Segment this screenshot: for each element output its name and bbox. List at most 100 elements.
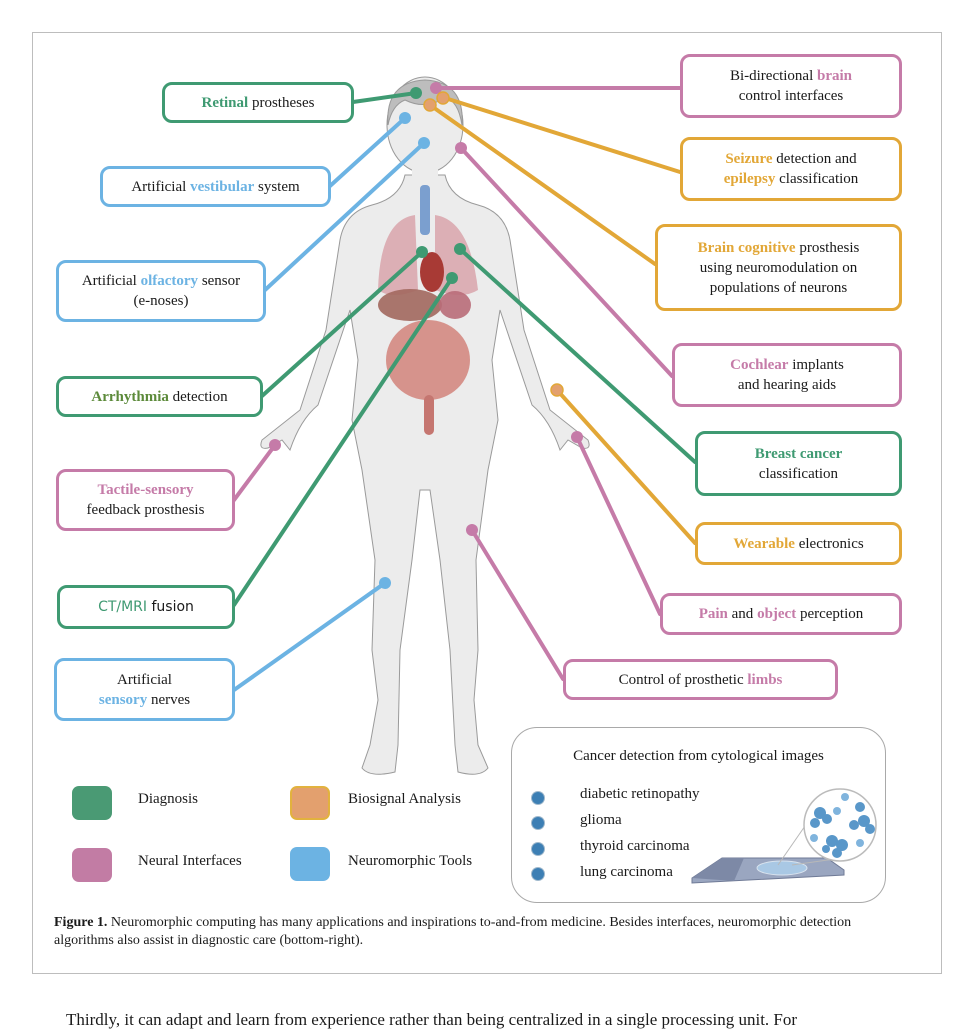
- callout-pain-object-perception: Pain and object perception: [660, 593, 902, 635]
- connector-pain: [575, 435, 662, 616]
- heart: [420, 252, 444, 292]
- cancer-item: thyroid carcinoma: [580, 838, 690, 854]
- cancer-item: glioma: [580, 812, 622, 828]
- cell: [822, 814, 832, 824]
- callout-retinal-prostheses: Retinal prostheses: [162, 82, 354, 123]
- highlight-term: Retinal: [201, 94, 249, 111]
- cancer-item: diabetic retinopathy: [580, 786, 700, 802]
- sample-smear: [756, 860, 808, 876]
- connector-vestibular: [328, 116, 407, 188]
- connector-cochlear: [459, 146, 674, 378]
- bullet-icon: [532, 843, 544, 855]
- highlight-term: Brain cognitive: [697, 239, 796, 256]
- connector-retinal: [351, 91, 418, 104]
- connector-sensory-nerves: [232, 581, 387, 692]
- callout-breast-cancer-classification: Breast cancer classification: [695, 431, 902, 496]
- connector-limbs: [470, 528, 565, 681]
- legend-label-diagnosis: Diagnosis: [138, 791, 198, 807]
- callout-arrhythmia-detection: Arrhythmia detection: [56, 376, 263, 417]
- anchor-dot-cochlear: [455, 142, 467, 154]
- cell: [856, 839, 864, 847]
- connector-arrhythmia: [260, 250, 424, 398]
- highlight-term: Seizure: [725, 151, 773, 167]
- cell: [849, 820, 859, 830]
- anchor-dot-retinal: [410, 87, 422, 99]
- cancer-panel-title: Cancer detection from cytological images: [573, 748, 824, 764]
- connector-olfactory: [263, 141, 426, 292]
- cell: [833, 807, 841, 815]
- legend-label-biosignal-analysis: Biosignal Analysis: [348, 791, 461, 807]
- connector-ctmri: [232, 276, 454, 607]
- callout-bidirectional-brain-control: Bi-directional brain control interfaces: [680, 54, 902, 118]
- cell: [826, 835, 838, 847]
- legend-swatch-biosignal-analysis: [290, 786, 330, 820]
- cell: [822, 845, 830, 853]
- legend-label-neuromorphic-tools: Neuromorphic Tools: [348, 853, 473, 869]
- highlight-term: CT/MRI: [98, 599, 148, 615]
- anchor-dot-breast: [454, 243, 466, 255]
- anchor-dot-vestibular: [399, 112, 411, 124]
- anchor-dot-tactile: [269, 439, 281, 451]
- cell: [841, 793, 849, 801]
- anchor-dot-arrhythmia: [416, 246, 428, 258]
- cell: [858, 815, 870, 827]
- organs: [378, 185, 478, 435]
- highlight-term: Breast cancer: [754, 445, 843, 462]
- legend-swatch-diagnosis: [72, 786, 112, 820]
- connector-tactile: [232, 443, 277, 502]
- callout-artificial-vestibular-system: Artificial vestibular system: [100, 166, 331, 207]
- callout-control-prosthetic-limbs: Control of prosthetic limbs: [563, 659, 838, 700]
- highlight-term: Tactile-sensory: [97, 482, 194, 498]
- connector-seizure: [443, 96, 682, 174]
- caption-text: Neuromorphic computing has many applicat…: [54, 915, 852, 948]
- legend-swatch-neural-interfaces: [72, 848, 112, 882]
- highlight-term: limbs: [747, 671, 783, 688]
- cell: [832, 848, 842, 858]
- liver: [378, 289, 442, 321]
- anchor-dot-limbs: [466, 524, 478, 536]
- connector-brain-cognitive: [428, 103, 657, 266]
- anchor-dot-sensory-nerves: [379, 577, 391, 589]
- legend-swatch-neuromorphic-tools: [290, 847, 330, 881]
- callout-tactile-sensory-feedback: Tactile-sensory feedback prosthesis: [56, 469, 235, 531]
- bullet-icon: [532, 868, 544, 880]
- connector-wearable: [555, 388, 697, 545]
- highlight-term: object: [757, 606, 797, 622]
- left-lung: [378, 215, 418, 295]
- intestines: [386, 320, 470, 400]
- connector-breast: [458, 247, 697, 464]
- callout-ct-mri-fusion: CT/MRI fusion: [57, 585, 235, 629]
- slide-label-area: [692, 858, 744, 881]
- cell: [810, 834, 818, 842]
- highlight-term: sensory: [98, 691, 148, 708]
- highlight-term: epilepsy: [723, 171, 776, 187]
- right-lung: [435, 215, 478, 295]
- stomach: [439, 291, 471, 319]
- trachea: [420, 185, 430, 235]
- callout-artificial-olfactory-sensor: Artificial olfactory sensor (e-noses): [56, 260, 266, 322]
- rectum: [424, 395, 434, 435]
- highlight-term: vestibular: [190, 178, 255, 195]
- callout-wearable-electronics: Wearable electronics: [695, 522, 902, 565]
- highlight-term: olfactory: [140, 273, 199, 289]
- highlight-term: Cochlear: [730, 357, 789, 373]
- anchor-dot-seizure: [436, 91, 450, 105]
- highlight-term: Arrhythmia: [91, 388, 169, 405]
- bullet-icon: [532, 792, 544, 804]
- callout-artificial-sensory-nerves: Artificial sensory nerves: [54, 658, 235, 721]
- cell: [810, 818, 820, 828]
- legend-label-neural-interfaces: Neural Interfaces: [138, 853, 242, 869]
- anchor-dot-brain-cognitive: [423, 98, 437, 112]
- callout-brain-cognitive-prosthesis: Brain cognitive prosthesis using neuromo…: [655, 224, 902, 311]
- microscope-slide-illustration: [691, 788, 877, 884]
- highlight-term: Pain: [698, 606, 728, 622]
- callout-cochlear-implants: Cochlear implants and hearing aids: [672, 343, 902, 407]
- cell: [855, 802, 865, 812]
- anchor-dot-bidirectional: [430, 82, 442, 94]
- cell: [865, 824, 875, 834]
- cell: [836, 839, 848, 851]
- cancer-item: lung carcinoma: [580, 864, 673, 880]
- highlight-term: Wearable: [733, 535, 795, 552]
- anchor-dot-pain: [571, 431, 583, 443]
